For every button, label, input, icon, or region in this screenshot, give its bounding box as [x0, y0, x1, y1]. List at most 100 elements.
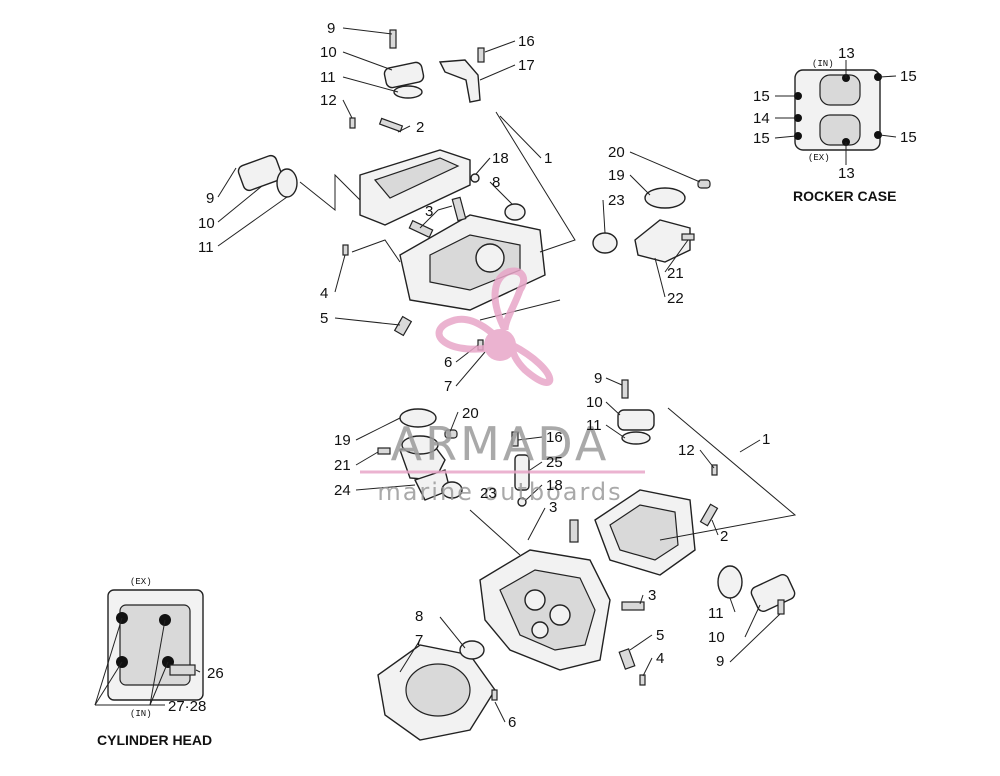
bolt-21-lower: [377, 447, 391, 455]
callout-8-a: 8: [492, 174, 500, 191]
valve-guide-3a: [451, 196, 467, 222]
o-ring-18-lower: [517, 497, 527, 507]
callout-13-bottom: 13: [838, 165, 855, 182]
callout-6-a: 6: [444, 354, 452, 371]
o-ring-18-upper: [470, 173, 480, 183]
callout-3-c: 3: [648, 587, 656, 604]
callout-10-b: 10: [198, 215, 215, 232]
callout-16-a: 16: [518, 33, 535, 50]
bolt-16-lower: [511, 431, 519, 447]
callout-1-a: 1: [544, 150, 552, 167]
callout-19-a: 19: [608, 167, 625, 184]
upper-leaders: [217, 27, 701, 387]
breather-pipe: [438, 59, 481, 103]
upper-cap-plate: [383, 61, 425, 89]
callout-9-d: 9: [716, 653, 724, 670]
upper-side-cover: [237, 154, 283, 192]
cyl-in-label: (IN): [130, 709, 152, 719]
callout-27-28: 27·28: [168, 698, 206, 715]
upper-o-ring-11: [393, 85, 423, 99]
rocker-case-caption: ROCKER CASE: [793, 188, 896, 204]
rocker-case-upper-window: [819, 74, 861, 106]
bolt-15-br: [874, 131, 882, 139]
callout-6-b: 6: [508, 714, 516, 731]
callout-16-b: 16: [546, 429, 563, 446]
callout-18-a: 18: [492, 150, 509, 167]
bolt-9-lower: [621, 379, 629, 399]
leader-zigzag-upper: [299, 173, 361, 212]
bolt-2-lower: [699, 503, 719, 527]
watermark: ARMADA marine outboards: [360, 267, 645, 506]
callout-3-a: 3: [425, 203, 433, 220]
callout-20-a: 20: [608, 144, 625, 161]
bolt-9-upper: [389, 29, 397, 49]
leader-6-7: [479, 299, 561, 321]
dowel-6-lower: [491, 689, 498, 701]
leader-zigzag-4: [351, 239, 401, 263]
cylinder-head-caption: CYLINDER HEAD: [97, 732, 212, 748]
callout-10-a: 10: [320, 44, 337, 61]
upper-port: [475, 243, 505, 273]
callout-15-tr: 15: [900, 68, 917, 85]
watermark-tagline: marine outboards: [377, 478, 622, 506]
cyl-ex-label: (EX): [130, 577, 152, 587]
callout-8-b: 8: [415, 608, 423, 625]
rocker-case-inset: [774, 60, 897, 165]
callout-9-c: 9: [594, 370, 602, 387]
o-ring-23-lower: [441, 481, 463, 499]
callout-12-b: 12: [678, 442, 695, 459]
lower-side-cover: [750, 574, 796, 612]
callout-2-b: 2: [720, 528, 728, 545]
callout-21-a: 21: [667, 265, 684, 282]
callout-5-b: 5: [656, 627, 664, 644]
callout-10-d: 10: [708, 629, 725, 646]
watermark-brand: ARMADA: [391, 417, 610, 471]
lower-assembly-group: [377, 379, 797, 741]
bolt-2-upper: [378, 117, 404, 133]
callout-25: 25: [546, 454, 563, 471]
callout-11-a: 11: [320, 69, 336, 86]
rocker-ex-label: (EX): [808, 153, 830, 163]
callout-18-b: 18: [546, 477, 563, 494]
callout-22-a: 22: [667, 290, 684, 307]
lower-side-gasket: [717, 565, 743, 599]
lower-rocker-case-detail: [609, 504, 679, 561]
dowel-4-lower: [639, 674, 646, 686]
intake-joint-upper: [634, 219, 691, 263]
cylinder-bore: [405, 663, 471, 717]
callout-7-b: 7: [415, 632, 423, 649]
dowel-4-upper: [342, 244, 349, 256]
clip-20-upper: [697, 179, 711, 189]
spark-plug-5: [393, 315, 413, 337]
callout-11-c: 11: [586, 417, 602, 434]
valve-guide-3-lower-b: [621, 601, 645, 611]
callout-23-a: 23: [608, 192, 625, 209]
lower-cap-plate: [617, 409, 655, 431]
leader-23-lower: [469, 509, 521, 556]
bolt-26-inset: [169, 664, 196, 676]
callout-4-b: 4: [656, 650, 664, 667]
callout-5-a: 5: [320, 310, 328, 327]
clamp-19-upper: [644, 187, 686, 209]
bracket-1-upper: [495, 111, 576, 253]
callout-12-a: 12: [320, 92, 337, 109]
callout-11-b: 11: [198, 239, 214, 256]
bolt-16-upper: [477, 47, 485, 63]
callout-17-a: 17: [518, 57, 535, 74]
callout-9-b: 9: [206, 190, 214, 207]
callout-19-b: 19: [334, 432, 351, 449]
callout-1-b: 1: [762, 431, 770, 448]
callout-15-br: 15: [900, 129, 917, 146]
callout-20-b: 20: [462, 405, 479, 422]
callout-23-b: 23: [480, 485, 497, 502]
callout-10-c: 10: [586, 394, 603, 411]
callout-26: 26: [207, 665, 224, 682]
lower-o-ring-11: [621, 431, 651, 445]
callout-24: 24: [334, 482, 351, 499]
bolt-9-lower-right: [777, 599, 785, 615]
seal-8-upper: [504, 203, 526, 221]
lower-leaders: [355, 377, 781, 723]
callout-4-a: 4: [320, 285, 328, 302]
bolt-14-l: [794, 114, 802, 122]
propeller-hub: [484, 329, 516, 361]
